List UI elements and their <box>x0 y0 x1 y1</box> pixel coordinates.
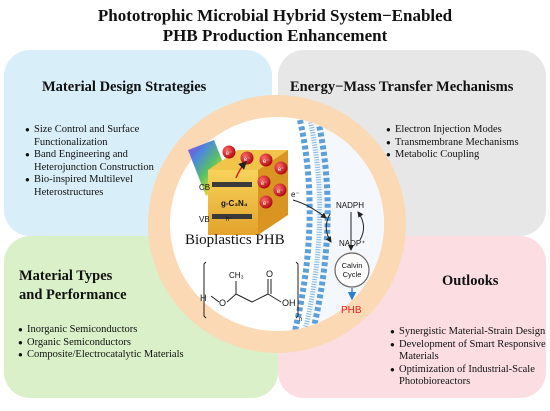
nadph-cycle-arrow-right <box>357 211 364 241</box>
bullet-item: Organic Semiconductors <box>18 337 258 350</box>
phb-n-label: n <box>299 317 302 323</box>
calvin-cycle-circle <box>334 252 370 288</box>
bullet-list-material-types: Inorganic Semiconductors Organic Semicon… <box>18 324 258 362</box>
phb-carbonyl-o-label: O <box>266 269 273 279</box>
vb-label: VB <box>199 215 210 224</box>
excitation-arrow <box>235 161 247 179</box>
bullet-item: Development of Smart Responsive Material… <box>390 339 546 364</box>
svg-text:e⁻: e⁻ <box>278 167 285 173</box>
phb-structure <box>203 261 299 319</box>
electron-icon: e⁻ <box>273 183 287 197</box>
nadp-label: NADP⁺ <box>339 239 365 248</box>
bullet-list-energy-mass-transfer: Electron Injection Modes Transmembrane M… <box>386 124 546 162</box>
calvin-label-line1: Calvin <box>342 261 363 270</box>
phb-label: PHB <box>341 305 362 316</box>
electrons: e⁻ e⁻ e⁻ e⁻ e⁻ e⁻ e⁻ <box>222 145 288 209</box>
nadph-cycle-arrow-left <box>325 213 332 243</box>
heading-material-types-line1: Material Types <box>19 268 113 284</box>
svg-text:e⁻: e⁻ <box>263 201 270 207</box>
bullet-item: Metabolic Coupling <box>386 149 546 162</box>
bullet-item: Bio-inspired Multilevel Heterostructures <box>25 174 175 199</box>
phb-ch3-label: CH₃ <box>229 271 244 280</box>
svg-text:e⁻: e⁻ <box>261 181 268 187</box>
phb-o-label: O <box>219 298 226 308</box>
electron-transfer-arrow <box>292 199 327 219</box>
bullet-item: Composite/Electrocatalytic Materials <box>18 349 258 362</box>
svg-text:e⁻: e⁻ <box>244 157 251 163</box>
bullet-item: Size Control and Surface Functionalizati… <box>25 124 175 149</box>
bullet-list-material-design: Size Control and Surface Functionalizati… <box>25 124 175 199</box>
electron-icon: e⁻ <box>222 145 236 159</box>
title-line-2: PHB Production Enhancement <box>162 26 388 45</box>
heading-material-types-line2: and Performance <box>19 287 127 303</box>
calvin-label-line2: Cycle <box>343 270 362 279</box>
heading-outlooks: Outlooks <box>442 273 499 289</box>
electron-icon: e⁻ <box>257 175 271 189</box>
bullet-item: Optimization of Industrial-Scale Photobi… <box>390 364 546 389</box>
heading-energy-mass-transfer: Energy−Mass Transfer Mechanisms <box>290 79 514 95</box>
hole-label: h⁺ <box>226 216 233 223</box>
heading-material-design: Material Design Strategies <box>42 79 207 95</box>
bullet-item: Band Engineering and Heterojunction Cons… <box>25 149 175 174</box>
svg-text:e⁻: e⁻ <box>226 151 233 157</box>
phb-oh-label: OH <box>282 298 296 308</box>
bullet-item: Transmembrane Mechanisms <box>386 137 546 150</box>
title-line-1: Phototrophic Microbial Hybrid System−Ena… <box>97 6 453 25</box>
electron-icon: e⁻ <box>259 153 273 167</box>
electron-icon: e⁻ <box>259 195 273 209</box>
svg-text:e⁻: e⁻ <box>263 159 270 165</box>
cb-label: CB <box>199 183 210 192</box>
bullet-item: Synergistic Material-Strain Design <box>390 326 546 339</box>
material-label: g-C₃N₄ <box>221 199 248 208</box>
electron-icon: e⁻ <box>274 161 288 175</box>
cell-membrane <box>291 119 331 331</box>
transfer-electron-label: e⁻ <box>291 190 300 199</box>
phb-h-label: H <box>200 293 207 303</box>
bullet-list-outlooks: Synergistic Material-Strain Design Devel… <box>390 326 546 389</box>
electron-icon: e⁻ <box>240 151 254 165</box>
nadph-label: NADPH <box>336 201 364 210</box>
svg-text:e⁻: e⁻ <box>277 189 284 195</box>
bioplastics-phb-label: Bioplastics PHB <box>185 232 285 248</box>
bullet-item: Electron Injection Modes <box>386 124 546 137</box>
bullet-item: Inorganic Semiconductors <box>18 324 258 337</box>
